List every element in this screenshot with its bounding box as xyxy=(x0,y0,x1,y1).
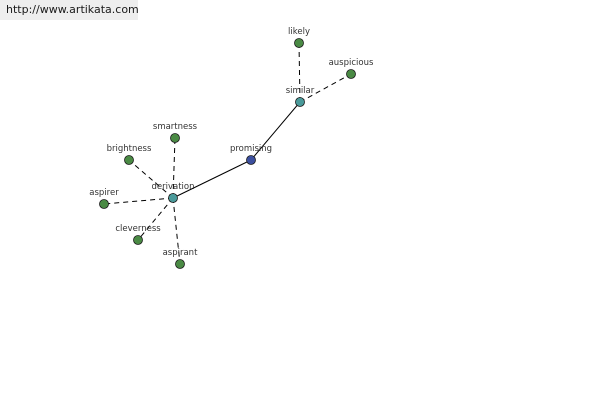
node-dot-brightness[interactable] xyxy=(124,155,134,165)
node-dot-auspicious[interactable] xyxy=(346,69,356,79)
nodes-layer: promising similar derivation likely auspicio… xyxy=(89,27,374,269)
watermark-url: http://www.artikata.com xyxy=(0,0,139,20)
node-label-auspicious[interactable]: auspicious xyxy=(329,58,374,68)
edges-layer xyxy=(103,42,352,265)
edge-derivation-cleverness xyxy=(137,197,174,241)
node-aspirer[interactable]: aspirer xyxy=(89,188,119,209)
node-label-aspirer[interactable]: aspirer xyxy=(89,188,119,198)
node-label-derivation[interactable]: derivation xyxy=(151,182,194,192)
node-cleverness[interactable]: cleverness xyxy=(115,224,161,245)
node-label-likely[interactable]: likely xyxy=(288,27,310,37)
node-brightness[interactable]: brightness xyxy=(107,144,152,165)
node-promising[interactable]: promising xyxy=(230,144,272,165)
edge-derivation-aspirant xyxy=(172,197,181,265)
edge-derivation-brightness xyxy=(128,159,174,199)
node-auspicious[interactable]: auspicious xyxy=(329,58,374,79)
edge-promising-similar xyxy=(250,101,301,161)
node-dot-derivation[interactable] xyxy=(168,193,178,203)
node-dot-aspirer[interactable] xyxy=(99,199,109,209)
edge-derivation-aspirer xyxy=(103,197,174,205)
node-dot-smartness[interactable] xyxy=(170,133,180,143)
edge-similar-auspicious xyxy=(299,73,352,103)
node-smartness[interactable]: smartness xyxy=(153,122,198,143)
node-label-smartness[interactable]: smartness xyxy=(153,122,198,132)
edge-derivation-smartness xyxy=(172,137,176,199)
node-dot-promising[interactable] xyxy=(246,155,256,165)
node-label-brightness[interactable]: brightness xyxy=(107,144,152,154)
edge-promising-derivation xyxy=(172,159,252,199)
node-label-cleverness[interactable]: cleverness xyxy=(115,224,161,234)
node-similar[interactable]: similar xyxy=(286,86,315,107)
node-derivation[interactable]: derivation xyxy=(151,182,195,203)
node-dot-similar[interactable] xyxy=(295,97,305,107)
node-label-aspirant[interactable]: aspirant xyxy=(163,248,198,258)
node-label-similar[interactable]: similar xyxy=(286,86,315,96)
edge-similar-likely xyxy=(298,42,301,103)
node-dot-likely[interactable] xyxy=(294,38,304,48)
node-aspirant[interactable]: aspirant xyxy=(163,248,198,269)
node-dot-cleverness[interactable] xyxy=(133,235,143,245)
node-dot-aspirant[interactable] xyxy=(175,259,185,269)
node-likely[interactable]: likely xyxy=(288,27,310,48)
node-label-promising[interactable]: promising xyxy=(230,144,272,154)
